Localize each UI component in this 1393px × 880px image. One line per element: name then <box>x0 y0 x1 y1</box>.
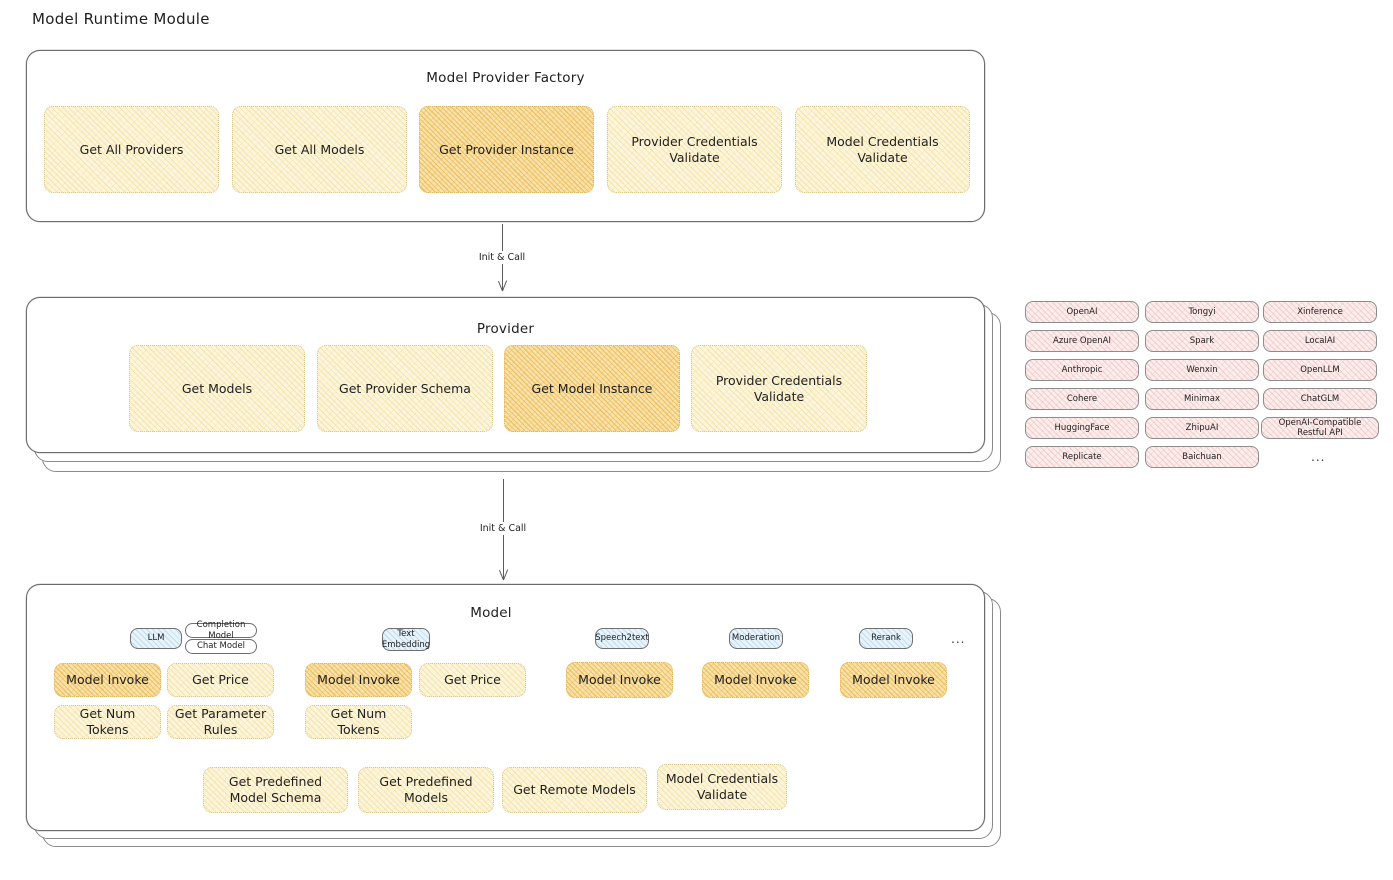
arrow-factory-to-provider-label: Init & Call <box>473 251 531 264</box>
provider-chip-get-model-instance[interactable]: Get Model Instance <box>504 345 680 432</box>
provider-pill-chatglm[interactable]: ChatGLM <box>1263 388 1377 410</box>
model-title: Model <box>470 605 512 621</box>
model-type-badge-speech2text[interactable]: Speech2text <box>595 628 649 649</box>
provider-pill-anthropic[interactable]: Anthropic <box>1025 359 1139 381</box>
model-method-text-embedding-get-num-tokens[interactable]: Get Num Tokens <box>305 705 412 739</box>
provider-pill-azure-openai[interactable]: Azure OpenAI <box>1025 330 1139 352</box>
provider-pill-zhipuai[interactable]: ZhipuAI <box>1145 417 1259 439</box>
model-provider-factory-title: Model Provider Factory <box>426 70 585 86</box>
provider-chip-get-provider-schema[interactable]: Get Provider Schema <box>317 345 493 432</box>
model-type-badge-moderation[interactable]: Moderation <box>729 628 783 649</box>
provider-chip-get-models[interactable]: Get Models <box>129 345 305 432</box>
page-title: Model Runtime Module <box>32 10 210 28</box>
provider-title: Provider <box>476 321 535 337</box>
factory-chip-provider-credentials-validate[interactable]: Provider Credentials Validate <box>607 106 782 193</box>
model-method-rerank-model-invoke[interactable]: Model Invoke <box>840 662 947 698</box>
model-common-method-get-predefined-models[interactable]: Get Predefined Models <box>358 767 494 813</box>
factory-chip-get-all-providers[interactable]: Get All Providers <box>44 106 219 193</box>
factory-chip-get-all-models[interactable]: Get All Models <box>232 106 407 193</box>
provider-pill-tongyi[interactable]: Tongyi <box>1145 301 1259 323</box>
model-subtype-badge-chat-model[interactable]: Chat Model <box>185 639 257 654</box>
model-common-method-get-predefined-model-schema[interactable]: Get Predefined Model Schema <box>203 767 348 813</box>
model-method-llm-get-parameter-rules[interactable]: Get Parameter Rules <box>167 705 274 739</box>
model-subtype-badge-completion-model[interactable]: Completion Model <box>185 620 257 641</box>
arrow-factory-to-provider-head <box>497 280 508 291</box>
provider-pill-minimax[interactable]: Minimax <box>1145 388 1259 410</box>
model-types-more: ... <box>951 632 966 646</box>
arrow-provider-to-model-head <box>498 569 509 580</box>
model-type-badge-llm[interactable]: LLM <box>130 628 182 649</box>
model-common-method-get-remote-models[interactable]: Get Remote Models <box>502 767 647 813</box>
model-type-badge-rerank[interactable]: Rerank <box>859 628 913 649</box>
provider-pill-openai[interactable]: OpenAI <box>1025 301 1139 323</box>
provider-pill-xinference[interactable]: Xinference <box>1263 301 1377 323</box>
provider-pill-wenxin[interactable]: Wenxin <box>1145 359 1259 381</box>
model-method-moderation-model-invoke[interactable]: Model Invoke <box>702 662 809 698</box>
provider-pill-openllm[interactable]: OpenLLM <box>1263 359 1377 381</box>
factory-chip-get-provider-instance[interactable]: Get Provider Instance <box>419 106 594 193</box>
provider-pill-spark[interactable]: Spark <box>1145 330 1259 352</box>
model-method-llm-model-invoke[interactable]: Model Invoke <box>54 663 161 697</box>
provider-chip-provider-credentials-validate[interactable]: Provider Credentials Validate <box>691 345 867 432</box>
provider-pill-cohere[interactable]: Cohere <box>1025 388 1139 410</box>
model-common-method-model-credentials-validate[interactable]: Model Credentials Validate <box>657 764 787 810</box>
factory-chip-model-credentials-validate[interactable]: Model Credentials Validate <box>795 106 970 193</box>
model-method-text-embedding-get-price[interactable]: Get Price <box>419 663 526 697</box>
provider-pill-baichuan[interactable]: Baichuan <box>1145 446 1259 468</box>
model-method-text-embedding-model-invoke[interactable]: Model Invoke <box>305 663 412 697</box>
arrow-provider-to-model-label: Init & Call <box>474 522 532 535</box>
model-method-llm-get-price[interactable]: Get Price <box>167 663 274 697</box>
provider-list-more: ... <box>1311 450 1326 464</box>
provider-pill-huggingface[interactable]: HuggingFace <box>1025 417 1139 439</box>
model-method-speech2text-model-invoke[interactable]: Model Invoke <box>566 662 673 698</box>
provider-pill-openai-compatible-restful-api[interactable]: OpenAI-Compatible Restful API <box>1261 417 1379 439</box>
provider-pill-localai[interactable]: LocalAI <box>1263 330 1377 352</box>
provider-pill-replicate[interactable]: Replicate <box>1025 446 1139 468</box>
model-method-llm-get-num-tokens[interactable]: Get Num Tokens <box>54 705 161 739</box>
model-type-badge-text-embedding[interactable]: Text Embedding <box>381 628 431 651</box>
